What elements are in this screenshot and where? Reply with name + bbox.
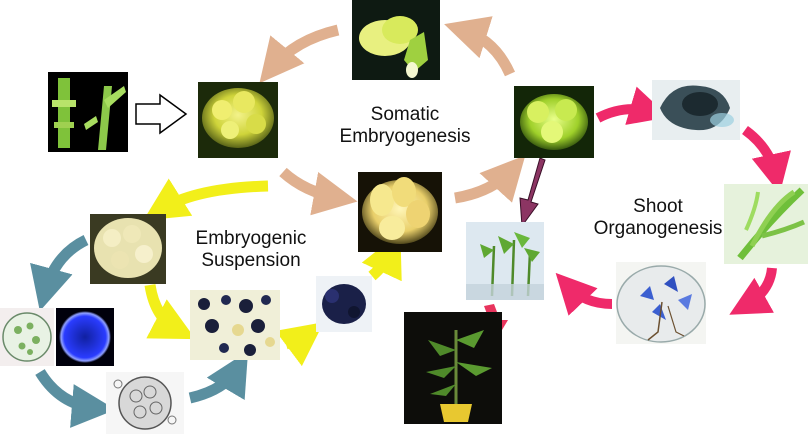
petri-dish-icon [616,262,706,344]
somatic-arrow-right-up [454,155,526,204]
suspension-arrow-up [361,232,402,282]
suspension-label-line1: Embryogenic [195,228,307,249]
somatic-arrow-left-down [279,167,358,216]
organogenesis-arrow-4 [555,272,613,316]
protoplast-arrow-lower [35,369,116,428]
suspension-arrow-right [275,322,324,367]
somatic-arrow-top-right [444,16,516,77]
transfer-arrow-purple [519,157,546,228]
callus-icon [198,82,278,158]
suspension-arrow-left [143,178,269,221]
protoplast-arrow-down [30,235,89,312]
organogenesis-arrow-2 [741,125,791,194]
somatic-arrow-top-left [259,24,340,84]
embryo-cluster-icon [358,172,442,252]
stained-tissue-icon [652,80,740,140]
protoplast-arrow-up [188,350,249,404]
somatic-label-line1: Somatic [370,104,440,125]
aggregate-icon [316,276,372,332]
suspension-icon [190,290,280,360]
embryo-icon [352,0,440,80]
suspension-label-line2: Suspension [201,250,301,271]
suspension-arrow-down [144,284,196,340]
shoot-organogenesis-label: Shoot Organogenesis [592,196,724,240]
organogenesis-arrow-3 [729,267,777,315]
somatic-label-line2: Embryogenesis [339,126,471,147]
fluorescent-cell-icon [56,308,114,366]
shoot-label-line2: Organogenesis [593,218,723,239]
potted-plant-icon [404,312,502,424]
start-arrow [135,93,188,135]
protoplast-icon [0,308,54,366]
microcolony-icon [106,372,184,434]
shoot-icon [724,184,808,264]
shoot-label-line1: Shoot [633,196,683,217]
plantlet-icon [466,222,544,300]
friable-callus-icon [90,214,166,284]
stem-explant-icon [48,72,128,152]
embryogenic-suspension-label: Embryogenic Suspension [186,228,316,272]
organogenesis-arrow-1 [595,86,670,125]
cotyledon-icon [514,86,594,158]
somatic-embryogenesis-label: Somatic Embryogenesis [330,104,480,148]
